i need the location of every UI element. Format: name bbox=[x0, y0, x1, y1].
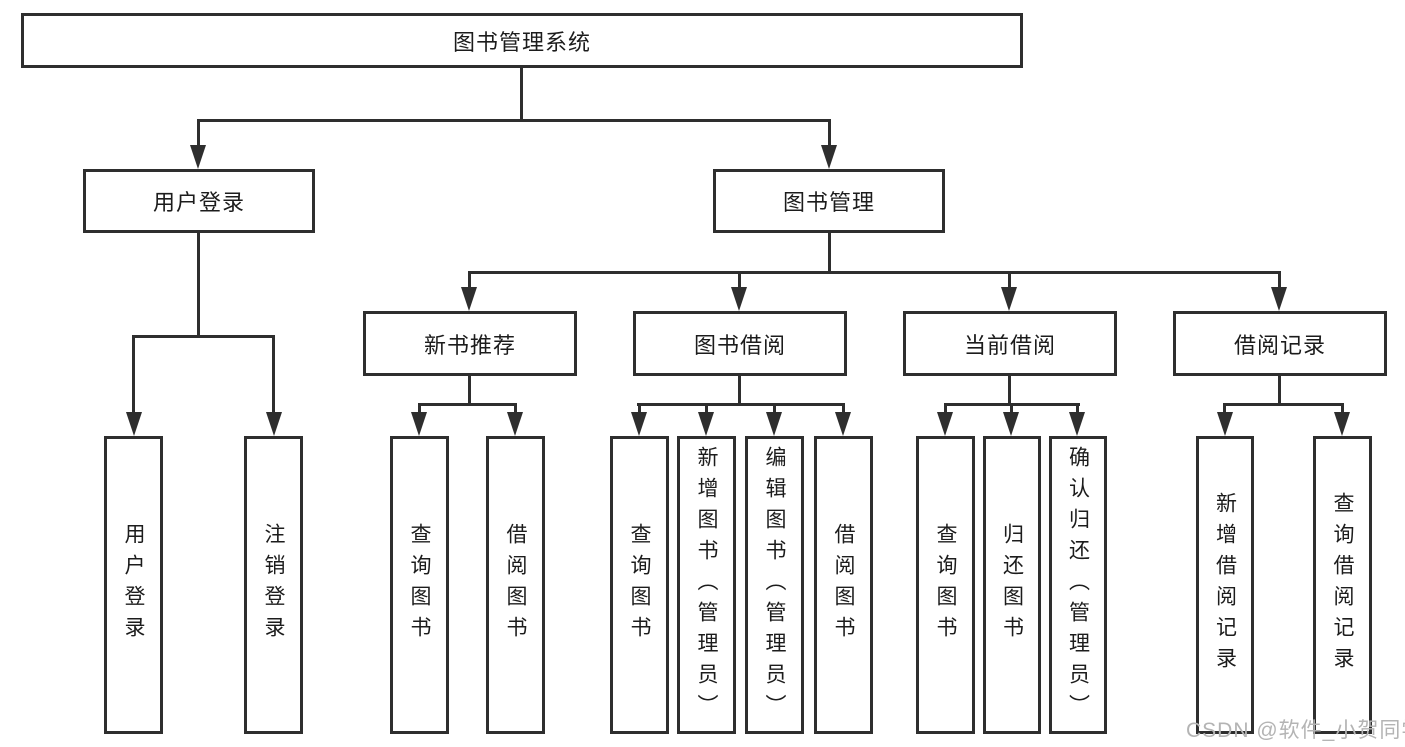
leaf-cb-query-book: 查询图书 bbox=[916, 436, 975, 734]
arrow-down-icon bbox=[1001, 287, 1017, 311]
edge-line bbox=[272, 337, 275, 413]
arrow-down-icon bbox=[766, 412, 782, 436]
node-root: 图书管理系统 bbox=[21, 13, 1023, 68]
arrow-down-icon bbox=[631, 412, 647, 436]
arrow-down-icon bbox=[126, 412, 142, 436]
edge-line bbox=[773, 405, 776, 414]
arrow-down-icon bbox=[1271, 287, 1287, 311]
node-borrow-records: 借阅记录 bbox=[1173, 311, 1387, 376]
edge-line bbox=[1076, 405, 1079, 414]
edge-line bbox=[1223, 403, 1344, 406]
leaf-nb-borrow-book: 借阅图书 bbox=[486, 436, 545, 734]
arrow-down-icon bbox=[190, 145, 206, 169]
edge-line bbox=[1223, 405, 1226, 414]
edge-line bbox=[828, 233, 831, 273]
arrow-down-icon bbox=[1217, 412, 1233, 436]
edge-line bbox=[197, 119, 831, 122]
edge-line bbox=[1008, 376, 1011, 405]
edge-line bbox=[1278, 273, 1281, 291]
edge-line bbox=[738, 376, 741, 405]
leaf-bb-query-book: 查询图书 bbox=[610, 436, 669, 734]
leaf-bb-add-book-admin: 新增图书（管理员） bbox=[677, 436, 736, 734]
edge-line bbox=[468, 376, 471, 405]
leaf-cb-return-book: 归还图书 bbox=[983, 436, 1041, 734]
edge-line bbox=[1010, 405, 1013, 414]
leaf-user-login: 用户登录 bbox=[104, 436, 163, 734]
arrow-down-icon bbox=[731, 287, 747, 311]
edge-line bbox=[132, 337, 135, 413]
leaf-nb-query-book: 查询图书 bbox=[390, 436, 449, 734]
edge-line bbox=[842, 405, 845, 414]
node-book-borrow: 图书借阅 bbox=[633, 311, 847, 376]
arrow-down-icon bbox=[821, 145, 837, 169]
edge-line bbox=[418, 405, 421, 414]
edge-line bbox=[1278, 376, 1281, 405]
node-new-book-recommend: 新书推荐 bbox=[363, 311, 577, 376]
arrow-down-icon bbox=[266, 412, 282, 436]
edge-line bbox=[468, 271, 1281, 274]
edge-line bbox=[638, 405, 641, 414]
edge-line bbox=[468, 273, 471, 291]
node-current-borrow: 当前借阅 bbox=[903, 311, 1117, 376]
arrow-down-icon bbox=[835, 412, 851, 436]
leaf-bb-edit-book-admin: 编辑图书（管理员） bbox=[745, 436, 804, 734]
arrow-down-icon bbox=[937, 412, 953, 436]
edge-line bbox=[132, 335, 275, 338]
node-user-login: 用户登录 bbox=[83, 169, 315, 233]
leaf-bb-borrow-book: 借阅图书 bbox=[814, 436, 873, 734]
arrow-down-icon bbox=[1069, 412, 1085, 436]
edge-line bbox=[705, 405, 708, 414]
arrow-down-icon bbox=[1003, 412, 1019, 436]
edge-line bbox=[197, 121, 200, 147]
leaf-br-add-record: 新增借阅记录 bbox=[1196, 436, 1254, 734]
edge-line bbox=[944, 403, 1080, 406]
leaf-cb-confirm-return-admin: 确认归还（管理员） bbox=[1049, 436, 1107, 734]
edge-line bbox=[418, 403, 517, 406]
edge-line bbox=[738, 273, 741, 291]
arrow-down-icon bbox=[461, 287, 477, 311]
leaf-br-query-record: 查询借阅记录 bbox=[1313, 436, 1372, 734]
edge-line bbox=[197, 233, 200, 337]
watermark: CSDN @软件_小贺同学 bbox=[1186, 719, 1405, 742]
node-book-management: 图书管理 bbox=[713, 169, 945, 233]
arrow-down-icon bbox=[1334, 412, 1350, 436]
arrow-down-icon bbox=[698, 412, 714, 436]
arrow-down-icon bbox=[411, 412, 427, 436]
edge-line bbox=[514, 405, 517, 414]
edge-line bbox=[637, 403, 845, 406]
edge-line bbox=[1008, 273, 1011, 291]
edge-line bbox=[520, 68, 523, 121]
leaf-logout: 注销登录 bbox=[244, 436, 303, 734]
arrow-down-icon bbox=[507, 412, 523, 436]
edge-line bbox=[828, 121, 831, 147]
edge-line bbox=[944, 405, 947, 414]
edge-line bbox=[1341, 405, 1344, 414]
